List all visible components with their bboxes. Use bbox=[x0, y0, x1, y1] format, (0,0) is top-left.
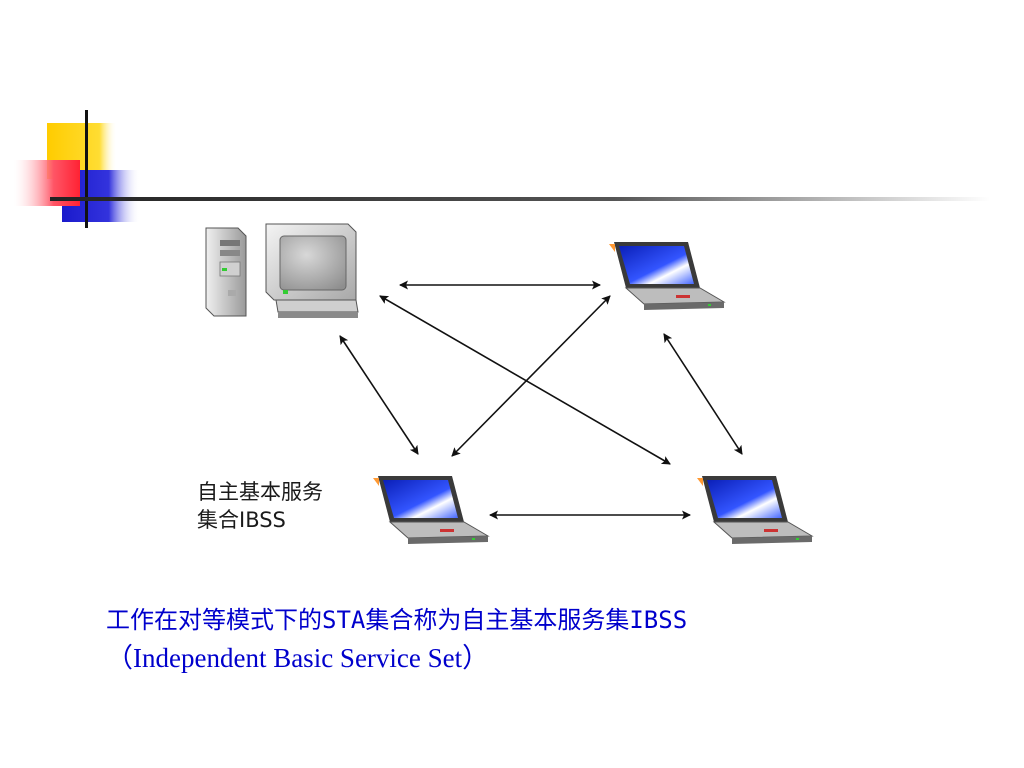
ibss-label: 自主基本服务 集合IBSS bbox=[197, 478, 323, 534]
link-desktop-laptop-bottom-right bbox=[379, 295, 671, 465]
slide-caption: 工作在对等模式下的STA集合称为自主基本服务集IBSS （Independent… bbox=[106, 601, 687, 677]
link-laptop-top-right-bottom-left bbox=[451, 295, 611, 457]
laptop-icon bbox=[696, 475, 813, 545]
laptop-icon bbox=[608, 241, 725, 311]
caption-line-2: （Independent Basic Service Set） bbox=[106, 643, 490, 673]
ibss-diagram bbox=[205, 223, 813, 545]
ibss-label-line2: 集合IBSS bbox=[197, 508, 286, 532]
title-rule bbox=[50, 197, 990, 201]
desktop-computer-icon bbox=[205, 223, 359, 318]
ibss-label-line1: 自主基本服务 bbox=[197, 480, 323, 504]
laptop-icon bbox=[372, 475, 489, 545]
link-desktop-laptop-bottom-left bbox=[339, 335, 419, 455]
caption-line-1: 工作在对等模式下的STA集合称为自主基本服务集IBSS bbox=[106, 606, 688, 634]
slide-decoration bbox=[14, 110, 990, 228]
decor-vertical-line bbox=[85, 110, 88, 228]
link-laptop-top-right-bottom-right bbox=[663, 333, 743, 455]
